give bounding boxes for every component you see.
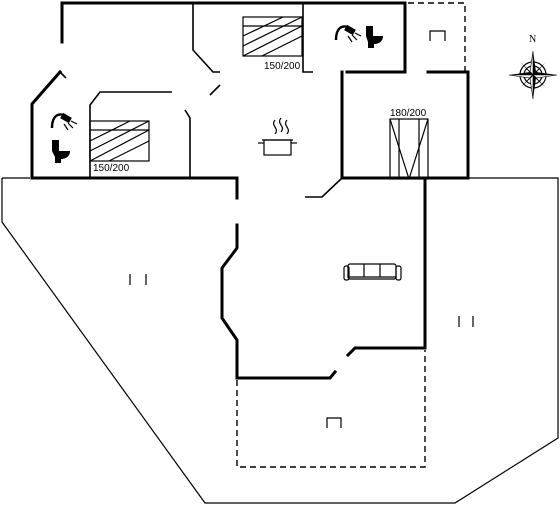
door-icon <box>326 417 342 428</box>
chair-icon <box>129 274 147 285</box>
toilet-icon <box>366 26 383 48</box>
bed-left-label: 150/200 <box>93 163 130 174</box>
sofa-icon <box>343 263 402 281</box>
bed-left: 150/200 <box>89 120 150 174</box>
shower-icon <box>50 112 78 131</box>
bed-right-label: 180/200 <box>390 108 427 119</box>
exterior-walls <box>30 1 470 380</box>
shower-icon <box>334 24 362 43</box>
bed-right: 180/200 <box>389 108 429 180</box>
dashed-outline-bottom <box>236 350 426 468</box>
cooking-pot-icon <box>258 117 297 156</box>
bed-top: 150/200 <box>242 16 303 72</box>
toilet-icon <box>52 140 70 163</box>
door-icon <box>429 30 446 41</box>
chair-icon <box>458 316 474 327</box>
bed-top-label: 150/200 <box>264 61 301 72</box>
compass-rose: N <box>508 34 558 100</box>
compass-north-label: N <box>529 34 536 45</box>
terrace-outline <box>1 177 559 504</box>
dashed-outline-top-right <box>408 2 466 72</box>
